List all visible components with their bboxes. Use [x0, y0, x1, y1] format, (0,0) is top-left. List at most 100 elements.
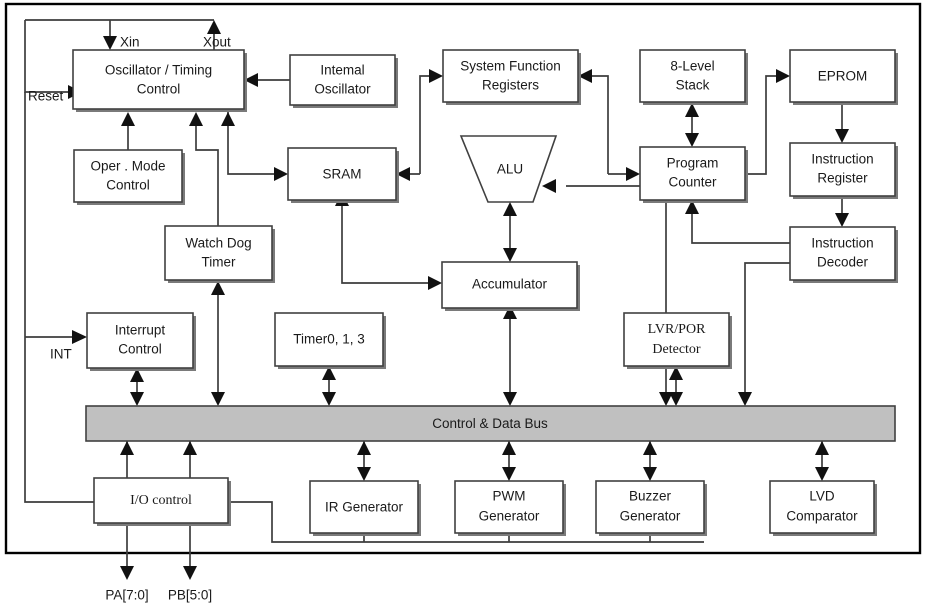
pin-label-xout: Xout	[203, 35, 231, 50]
block-io-control[interactable]: I/O control	[93, 477, 231, 526]
block-internal-oscillator[interactable]: Intemal Oscillator	[289, 54, 398, 108]
instruction-register-label-line1: Instruction	[811, 152, 873, 167]
block-instruction-register[interactable]: Instruction Register	[789, 142, 898, 199]
io-control-label: I/O control	[130, 493, 192, 508]
arrow-acc-up	[503, 305, 517, 319]
arrow-decoder-to-pc-up	[685, 200, 699, 214]
arrow-interrupt-up	[130, 368, 144, 382]
pc-label-line2: Counter	[668, 175, 717, 190]
internal-oscillator-label-line1: Intemal	[320, 63, 364, 78]
wire-layer	[24, 19, 849, 580]
sfr-label-line2: Registers	[482, 78, 539, 93]
arrow-alu-down-to-accumulator	[503, 248, 517, 262]
pin-label-reset: Reset	[28, 89, 64, 104]
block-timer013[interactable]: Timer0, 1, 3	[274, 312, 386, 369]
arrow-oscillator-to-sram	[274, 167, 288, 181]
block-eprom[interactable]: EPROM	[789, 49, 898, 105]
block-alu[interactable]: ALU	[459, 135, 558, 203]
block-watch-dog-timer[interactable]: Watch Dog Timer	[164, 225, 275, 283]
pin-label-int: INT	[50, 347, 72, 362]
oper-mode-label-line1: Oper . Mode	[90, 159, 165, 174]
arrow-buzzer-up	[643, 441, 657, 455]
control-data-bus-rect	[85, 405, 896, 442]
wire-oscillator-to-sram	[227, 112, 274, 175]
block-oscillator-timing-control[interactable]: Oscillator / Timing Control	[72, 49, 247, 112]
block-interrupt-control[interactable]: Interrupt Control	[86, 312, 196, 371]
ir-generator-label: IR Generator	[325, 500, 404, 515]
arrow-irgen-down	[357, 467, 371, 481]
arrow-watchdog-down-to-bus	[211, 392, 225, 406]
wire-pc-to-eprom	[745, 75, 776, 175]
block-ir-generator[interactable]: IR Generator	[309, 480, 421, 536]
control-data-bus: Control & Data Bus	[85, 405, 896, 442]
arrow-into-sram-right	[396, 167, 410, 181]
wire-pc-to-sfr	[592, 75, 609, 174]
arrow-watchdog-up-from-bus	[211, 281, 225, 295]
arrow-into-eprom	[776, 69, 790, 83]
arrow-stack-up	[685, 103, 699, 117]
wire-decoder-to-pc	[691, 214, 790, 244]
lvrpor-label-line1: LVR/POR	[648, 322, 707, 337]
arrow-opermode-up	[121, 112, 135, 126]
block-lvr-por-detector[interactable]: LVR/POR Detector	[623, 312, 732, 369]
block-oper-mode-control[interactable]: Oper . Mode Control	[73, 149, 185, 205]
lvd-label-line2: Comparator	[786, 509, 858, 524]
watchdog-label-line1: Watch Dog	[185, 236, 251, 251]
lvrpor-label-line2: Detector	[652, 342, 701, 357]
arrow-interrupt-down	[130, 392, 144, 406]
control-data-bus-label: Control & Data Bus	[432, 416, 548, 431]
arrow-into-accumulator-left	[428, 276, 442, 290]
arrow-into-program-counter	[626, 167, 640, 181]
arrow-xout-up	[207, 20, 221, 34]
pin-label-pa: PA[7:0]	[105, 588, 148, 603]
arrow-ir-down	[835, 213, 849, 227]
block-accumulator[interactable]: Accumulator	[441, 261, 580, 311]
block-buzzer-generator[interactable]: Buzzer Generator	[595, 480, 707, 536]
block-program-counter[interactable]: Program Counter	[639, 146, 748, 203]
arrow-watchdog-up	[189, 112, 203, 126]
buzzer-label-line1: Buzzer	[629, 489, 672, 504]
stack-label-line2: Stack	[676, 78, 710, 93]
arrow-accumulator-up-to-alu	[503, 202, 517, 216]
oper-mode-label-line2: Control	[106, 178, 150, 193]
arrow-sramline-up-into-oscillator	[221, 112, 235, 126]
accumulator-label: Accumulator	[472, 277, 548, 292]
chip-boundary-frame	[4, 2, 922, 555]
block-sram[interactable]: SRAM	[287, 147, 399, 203]
arrow-lvd-up	[815, 441, 829, 455]
arrow-decoder-to-bus	[738, 392, 752, 406]
wire-decoder-to-bus	[744, 262, 790, 392]
timer013-label: Timer0, 1, 3	[293, 332, 365, 347]
internal-oscillator-label-line2: Oscillator	[314, 82, 371, 97]
oscillator-timing-label-line1: Oscillator / Timing	[105, 63, 212, 78]
arrow-lvd-down	[815, 467, 829, 481]
arrow-buzzer-down	[643, 467, 657, 481]
block-instruction-decoder[interactable]: Instruction Decoder	[789, 226, 898, 283]
instruction-register-label-line2: Register	[817, 171, 868, 186]
arrow-pb-down	[183, 566, 197, 580]
arrow-timer-up	[322, 366, 336, 380]
arrow-internal-osc-to-oscillator	[244, 73, 258, 87]
arrow-into-sfr-left	[429, 69, 443, 83]
wire-watchdog-to-oscillator	[195, 126, 219, 226]
arrow-io-up-a	[120, 441, 134, 455]
pwm-label-line2: Generator	[479, 509, 540, 524]
arrow-lvrpor-down	[669, 392, 683, 406]
watchdog-label-line2: Timer	[202, 255, 236, 270]
instruction-decoder-label-line1: Instruction	[811, 236, 873, 251]
block-8-level-stack[interactable]: 8-Level Stack	[639, 49, 748, 105]
block-system-function-registers[interactable]: System Function Registers	[442, 49, 581, 105]
block-pwm-generator[interactable]: PWM Generator	[454, 480, 566, 536]
arrow-eprom-down	[835, 129, 849, 143]
arrow-irgen-up	[357, 441, 371, 455]
interrupt-control-label-line2: Control	[118, 342, 162, 357]
arrow-into-alu-right	[542, 179, 556, 193]
interrupt-control-label-line1: Interrupt	[115, 323, 166, 338]
pin-label-pb: PB[5:0]	[168, 588, 212, 603]
arrow-int-into-interrupt	[72, 330, 87, 344]
lvd-label-line1: LVD	[809, 489, 835, 504]
stack-label-line1: 8-Level	[670, 59, 714, 74]
block-lvd-comparator[interactable]: LVD Comparator	[769, 480, 877, 536]
